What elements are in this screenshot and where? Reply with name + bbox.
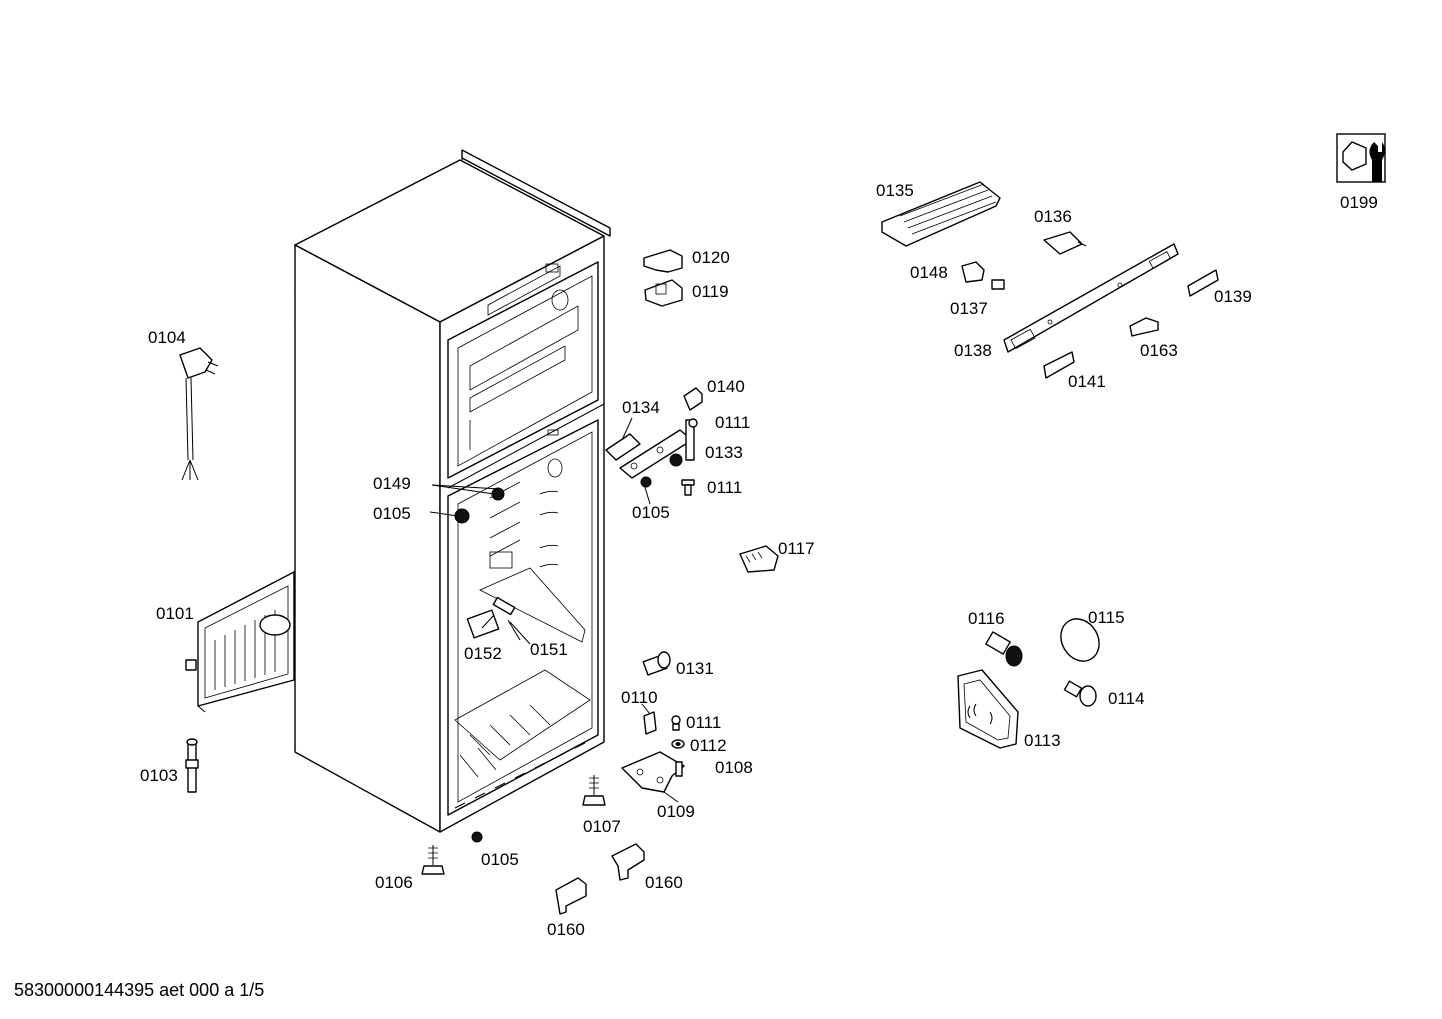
bottom-cap (471, 831, 483, 843)
label-0105-a: 0105 (373, 504, 411, 523)
label-0152: 0152 (464, 644, 502, 663)
leveling-foot-left (421, 845, 445, 875)
label-0119: 0119 (692, 282, 729, 301)
door-switch-0117 (739, 545, 779, 573)
clip-0119 (644, 279, 683, 307)
label-0103: 0103 (140, 766, 178, 785)
label-0113: 0113 (1024, 731, 1061, 750)
label-0148: 0148 (910, 263, 948, 282)
label-0109: 0109 (657, 802, 695, 821)
label-0111-c: 0111 (686, 713, 721, 732)
label-0112: 0112 (690, 736, 727, 755)
label-0139 (1187, 269, 1219, 297)
label-0111-a: 0111 (715, 413, 750, 432)
lamp-cover-0115 (1060, 618, 1100, 662)
connector-0137 (991, 279, 1005, 290)
cap-0105-b (669, 453, 683, 467)
screw-0111-c (671, 715, 681, 731)
electronics-module-0135 (881, 181, 1001, 247)
label-0135: 0135 (876, 181, 914, 200)
control-panel-0113 (957, 669, 1019, 749)
label-0138: 0138 (954, 341, 992, 360)
label-0136: 0136 (1034, 207, 1072, 226)
label-0149: 0149 (373, 474, 411, 493)
lower-hinge (621, 751, 685, 803)
pin-0140 (683, 387, 703, 411)
lamp-socket-0116 (985, 631, 1023, 667)
label-0163: 0163 (1140, 341, 1178, 360)
label-0111-b: 0111 (707, 478, 742, 497)
label-0131: 0131 (676, 659, 714, 678)
label-0105-c: 0105 (481, 850, 519, 869)
label-0160-b: 0160 (547, 920, 585, 939)
label-0120: 0120 (692, 248, 730, 267)
drawing-number: 58300000144395 aet 000 a 1/5 (14, 980, 265, 1000)
label-0107: 0107 (583, 817, 621, 836)
screw-0111-b (681, 479, 695, 496)
connector-0148 (961, 261, 985, 283)
lamp-cover-0152 (466, 609, 500, 639)
switch-0136 (1043, 231, 1087, 255)
clip-0163 (1129, 317, 1159, 337)
label-0105-b: 0105 (632, 503, 670, 522)
leader-lines (481, 417, 651, 645)
label-0133: 0133 (705, 443, 743, 462)
label-0117: 0117 (778, 539, 815, 558)
label-0134: 0134 (622, 398, 660, 417)
label-0141 (1043, 351, 1075, 379)
hinge-pin-0110 (643, 711, 657, 735)
label-0114: 0114 (1108, 689, 1145, 708)
bracket-0160-b (611, 843, 645, 881)
label-0137: 0137 (950, 299, 988, 318)
bracket-0160-a (555, 877, 587, 915)
label-0115: 0115 (1088, 608, 1125, 627)
label-0116: 0116 (968, 609, 1005, 628)
bushing-0131 (642, 651, 671, 676)
label-0106: 0106 (375, 873, 413, 892)
label-0139: 0139 (1214, 287, 1252, 306)
control-strip-0138 (1003, 243, 1179, 353)
part-labels: 0199 0135 0136 0148 0137 0139 0138 0163 … (140, 181, 1378, 939)
clip-0120 (643, 249, 683, 273)
label-0140: 0140 (707, 377, 745, 396)
label-0101: 0101 (156, 604, 194, 623)
label-0199: 0199 (1340, 193, 1378, 212)
defrost-drain-rod (185, 738, 199, 793)
refrigerator-cabinet (294, 149, 611, 833)
leveling-foot-right (582, 775, 606, 806)
label-0160-a: 0160 (645, 873, 683, 892)
bulb-0114 (1063, 680, 1097, 707)
label-0104: 0104 (148, 328, 186, 347)
label-0151: 0151 (530, 640, 568, 659)
wrench-nut-icon (1336, 133, 1386, 183)
screw-0111-a (688, 418, 698, 428)
label-0110: 0110 (621, 688, 658, 707)
back-condenser-panel (185, 571, 295, 713)
label-0141: 0141 (1068, 372, 1106, 391)
label-0108: 0108 (715, 758, 753, 777)
power-cord (179, 347, 219, 481)
lamp-0151 (492, 596, 521, 641)
